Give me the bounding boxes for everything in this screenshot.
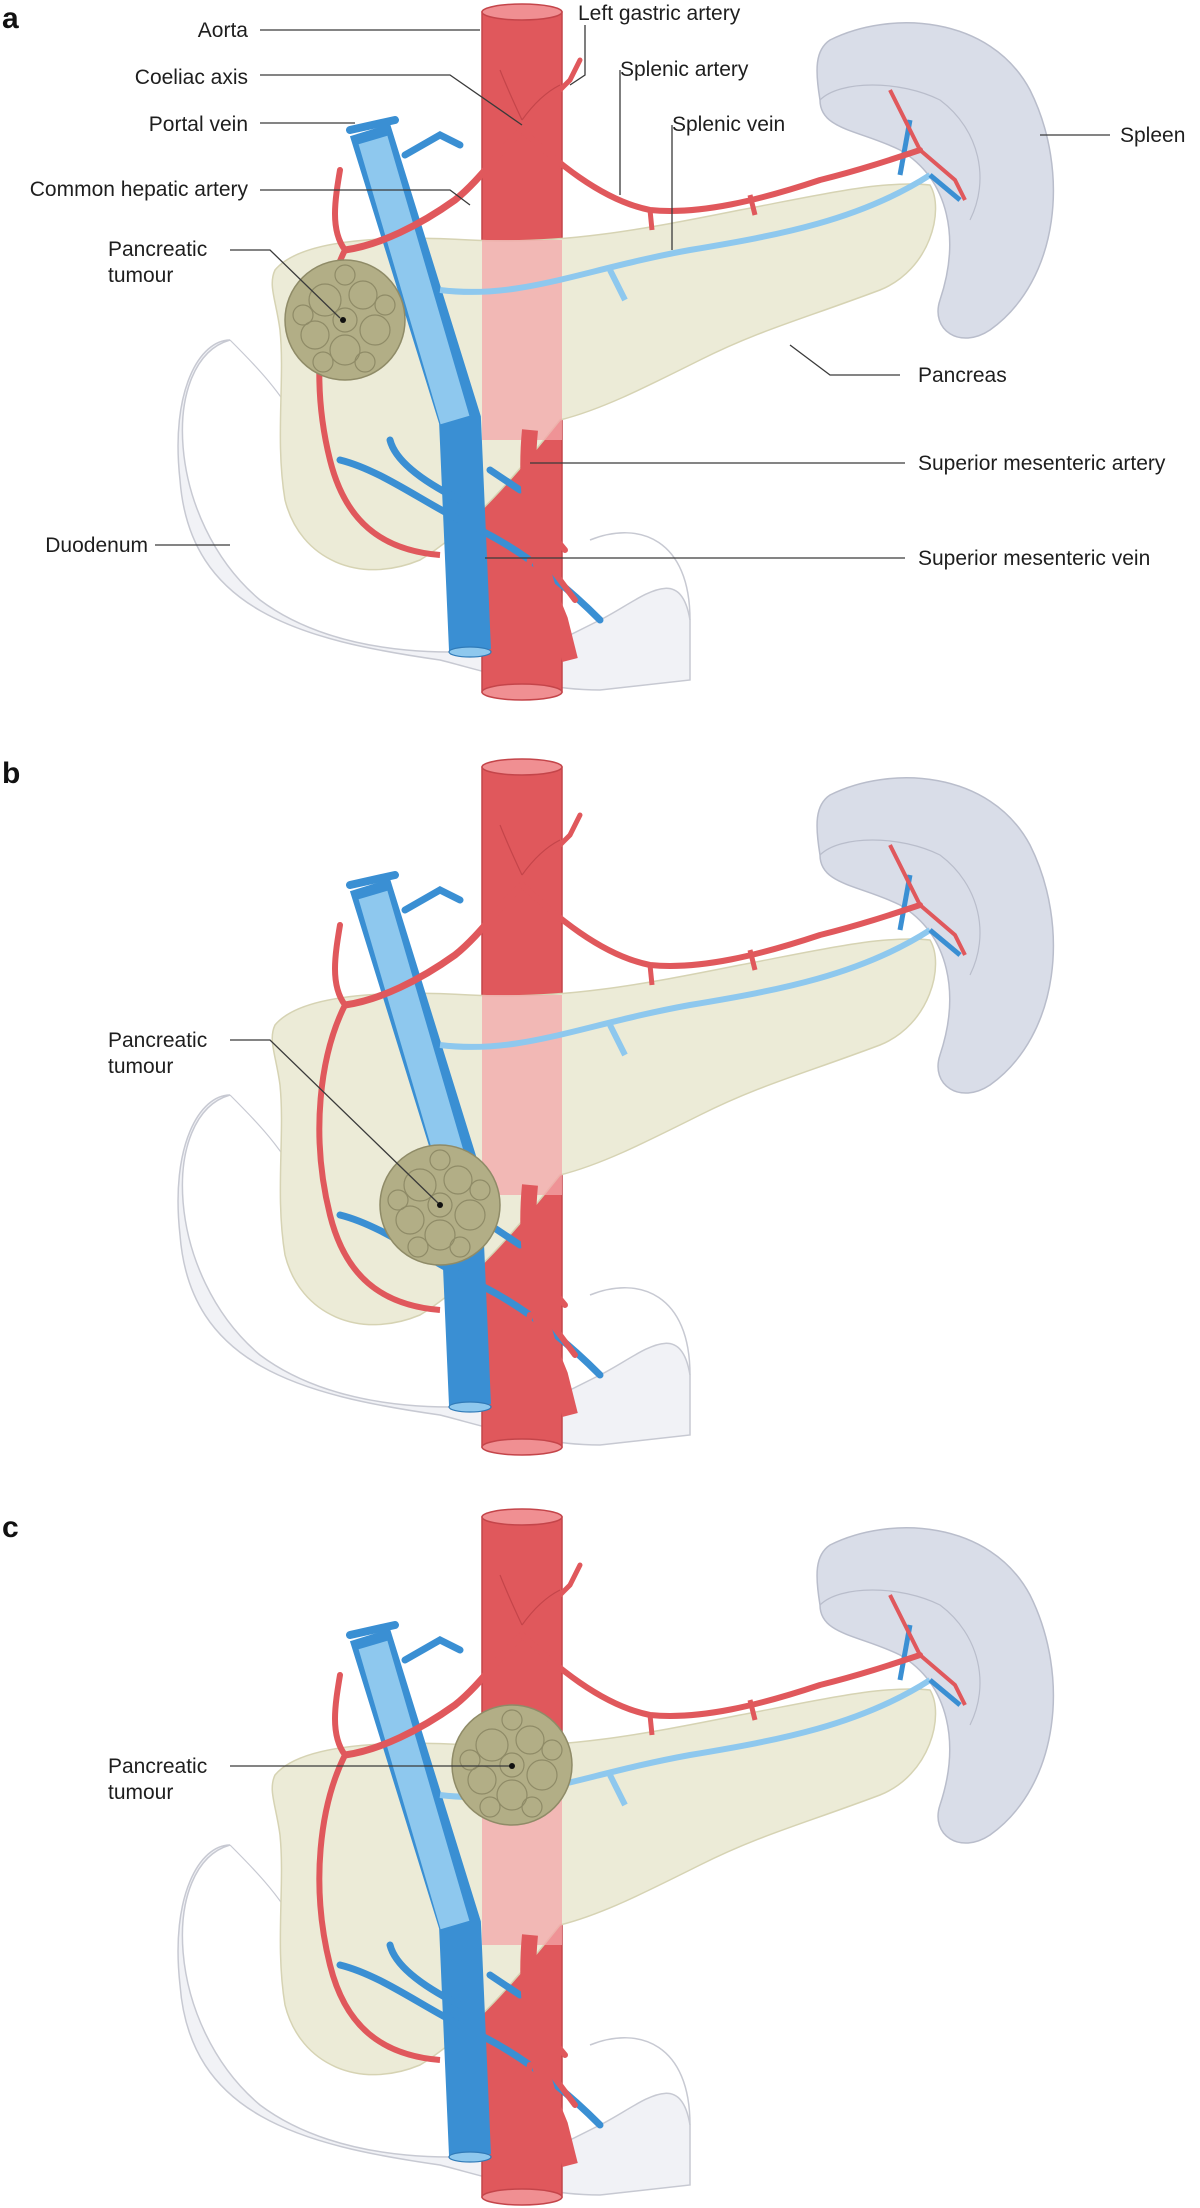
label-pancreatic-tumour-a-line1: Pancreatic <box>108 238 207 261</box>
label-aorta: Aorta <box>198 19 249 42</box>
label-superior-mesenteric-artery: Superior mesenteric artery <box>918 452 1166 475</box>
leader-common-hepatic-artery <box>260 189 471 206</box>
label-splenic-vein: Splenic vein <box>672 113 785 136</box>
label-pancreatic-tumour-c-line2: tumour <box>108 1781 173 1804</box>
label-spleen: Spleen <box>1120 124 1185 147</box>
label-left-gastric-artery: Left gastric artery <box>578 2 741 25</box>
label-pancreas: Pancreas <box>918 364 1007 387</box>
panel-letter-c: c <box>2 1511 19 1544</box>
panel-c-anatomy <box>177 1508 1055 2206</box>
label-pancreatic-tumour-b-line1: Pancreatic <box>108 1029 207 1052</box>
panel-letter-a: a <box>2 2 19 35</box>
tumour-dot-a <box>340 317 346 323</box>
panel-a-anatomy <box>177 3 1055 701</box>
label-portal-vein: Portal vein <box>149 113 248 136</box>
leader-pancreatic-tumour-b <box>230 1039 439 1204</box>
tumour-dot-b <box>437 1202 443 1208</box>
panel-b: b Pancreatic tumour <box>2 757 1055 1456</box>
aorta-overlay <box>482 240 562 440</box>
label-superior-mesenteric-vein: Superior mesenteric vein <box>918 547 1150 570</box>
panel-c: c Pancreatic tumour <box>2 1508 1055 2206</box>
label-duodenum: Duodenum <box>45 534 148 557</box>
label-pancreatic-tumour-a-line2: tumour <box>108 264 173 287</box>
label-pancreatic-tumour-b-line2: tumour <box>108 1055 173 1078</box>
label-common-hepatic-artery: Common hepatic artery <box>30 178 249 201</box>
label-coeliac-axis: Coeliac axis <box>135 66 248 89</box>
panel-b-anatomy <box>177 758 1055 1456</box>
panel-letter-b: b <box>2 757 20 790</box>
label-pancreatic-tumour-c-line1: Pancreatic <box>108 1755 207 1778</box>
label-splenic-artery: Splenic artery <box>620 58 749 81</box>
tumour-dot-c <box>509 1763 515 1769</box>
leader-pancreas <box>789 344 900 376</box>
leader-pancreatic-tumour-a <box>230 249 341 319</box>
leader-left-gastric-artery <box>569 25 586 86</box>
aorta-overlay-b <box>482 995 562 1195</box>
leader-coeliac-axis <box>260 74 523 126</box>
panel-a: a Aorta Coeliac axis Portal vein Com <box>2 2 1185 701</box>
